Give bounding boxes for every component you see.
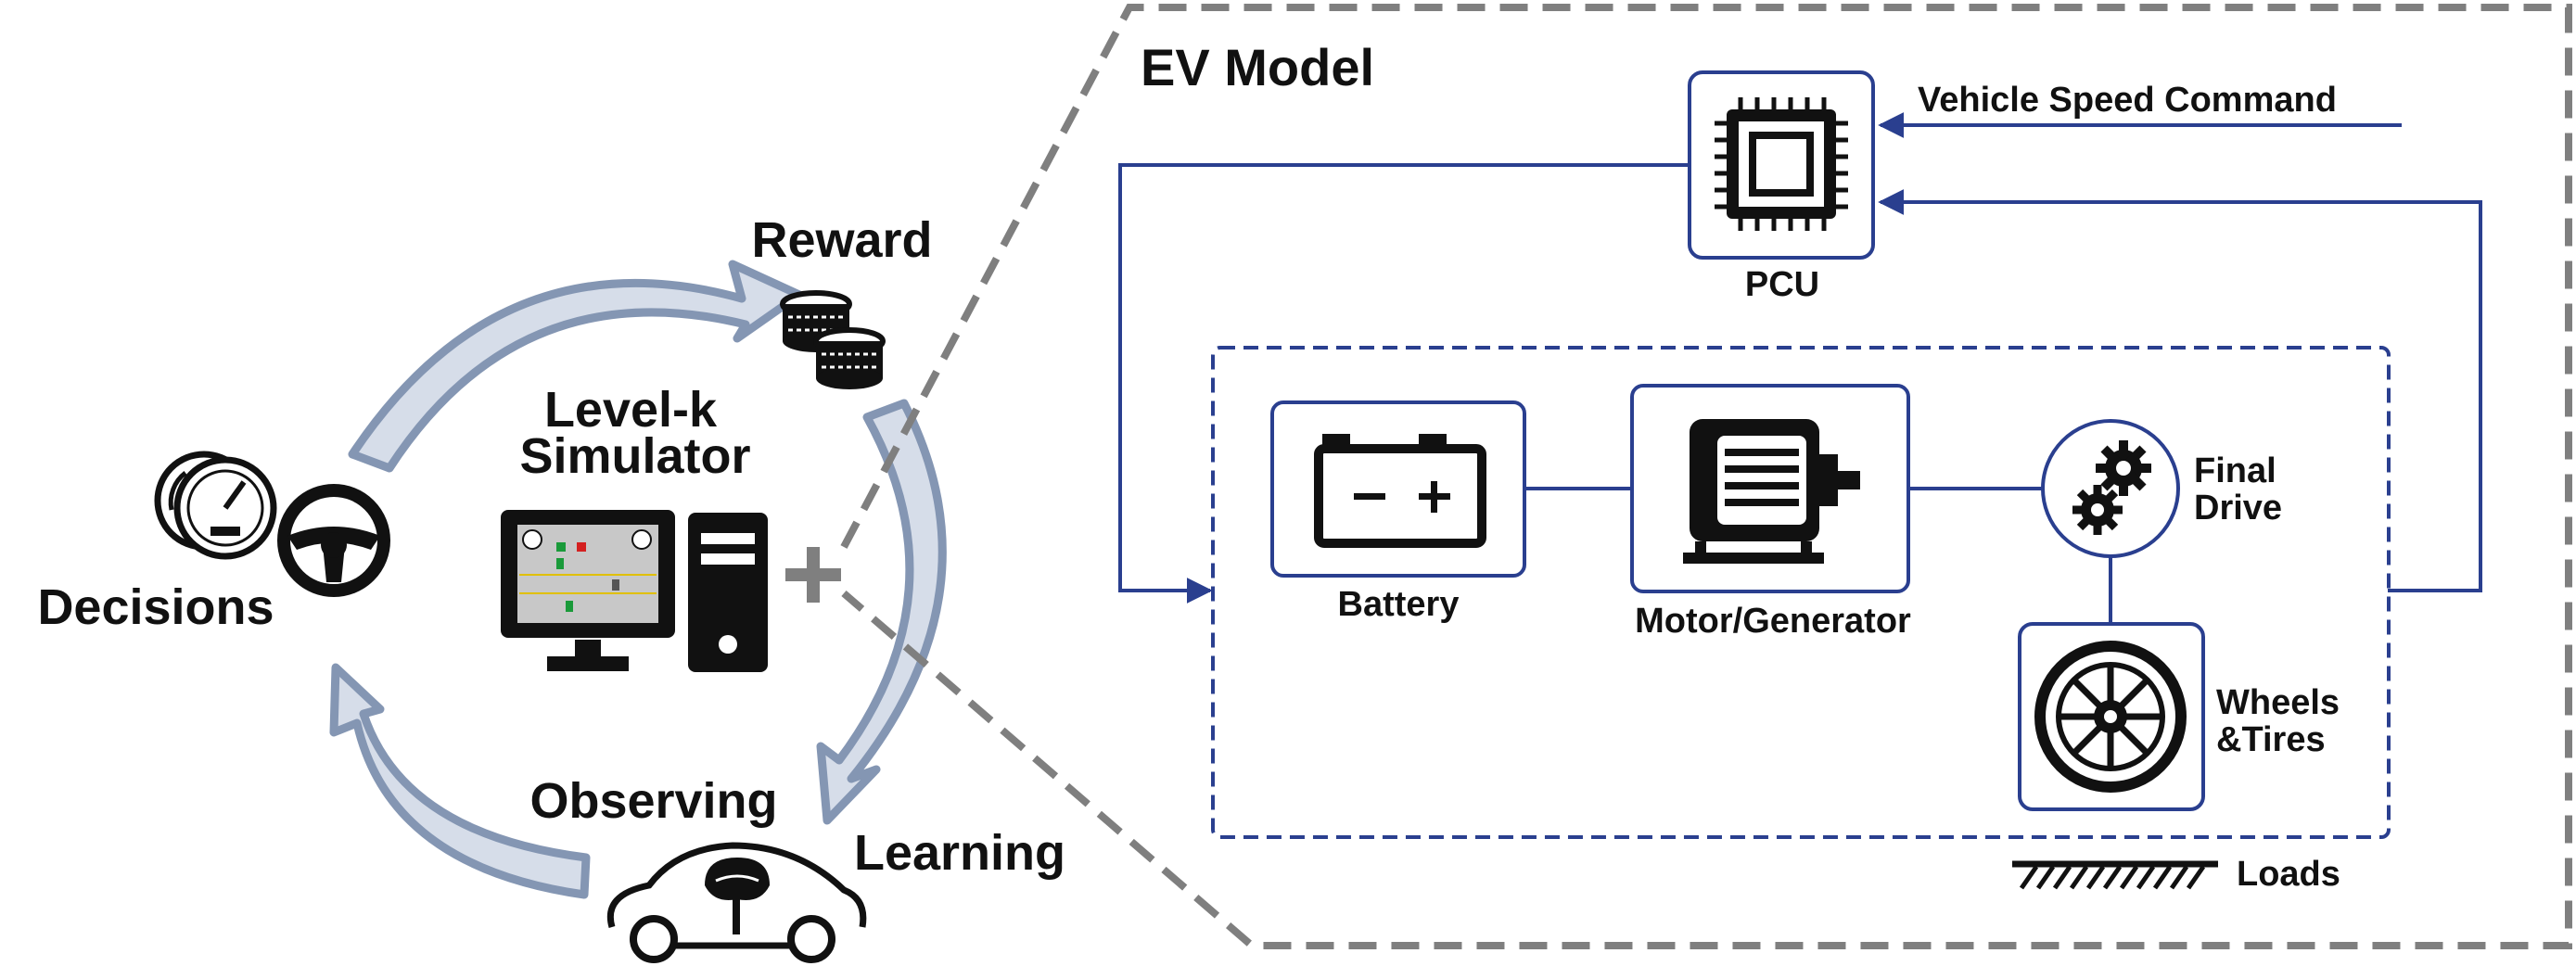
ev-model: EV Model bbox=[1118, 38, 2482, 894]
steering-wheel-icon bbox=[277, 484, 390, 597]
powertrain-boundary bbox=[1211, 346, 2391, 839]
coins-icon bbox=[780, 290, 886, 389]
battery-label: Battery bbox=[1338, 585, 1460, 624]
plus-icon bbox=[785, 547, 841, 603]
learning-label: Learning bbox=[854, 825, 1065, 881]
motor-generator-block bbox=[1630, 384, 1910, 593]
simulator-label-line1: Level-k bbox=[544, 382, 718, 438]
observing-label: Observing bbox=[529, 773, 777, 829]
battery-block bbox=[1270, 400, 1526, 578]
motor-generator-label: Motor/Generator bbox=[1635, 602, 1911, 641]
computer-icon bbox=[501, 510, 768, 672]
simulator-label-line2: Simulator bbox=[519, 428, 750, 484]
vehicle-speed-command-label: Vehicle Speed Command bbox=[1918, 81, 2337, 120]
ground-icon bbox=[2012, 860, 2218, 890]
gauge-icon bbox=[154, 451, 277, 560]
ev-model-zoom-outline bbox=[840, 4, 2572, 949]
ev-model-title: EV Model bbox=[1141, 38, 1374, 96]
motor-icon bbox=[1683, 419, 1860, 564]
chip-icon bbox=[1715, 97, 1848, 231]
cycle-arrow-observing-to-decisions bbox=[329, 663, 591, 899]
cycle-arrow-simulator-to-learning bbox=[816, 399, 947, 825]
pcu-block bbox=[1688, 70, 1875, 260]
rl-loop: Reward Level-k Simulator Decisions Obser… bbox=[37, 212, 1065, 963]
signal-lines bbox=[1118, 112, 2482, 624]
final-drive-block bbox=[2041, 419, 2180, 558]
final-drive-label-line1: Final bbox=[2194, 451, 2276, 490]
reward-label: Reward bbox=[751, 212, 932, 268]
battery-icon bbox=[1314, 434, 1486, 548]
car-brain-icon bbox=[607, 842, 867, 963]
wheels-tires-block bbox=[2018, 622, 2205, 811]
loads-label: Loads bbox=[2237, 855, 2340, 894]
wheels-label-line2: &Tires bbox=[2216, 720, 2326, 759]
gears-icon bbox=[2072, 440, 2151, 535]
final-drive-label-line2: Drive bbox=[2194, 489, 2282, 527]
decisions-label: Decisions bbox=[37, 579, 274, 635]
wheels-label-line1: Wheels bbox=[2216, 683, 2340, 722]
wheel-icon bbox=[2034, 641, 2187, 793]
pcu-label: PCU bbox=[1745, 265, 1819, 304]
